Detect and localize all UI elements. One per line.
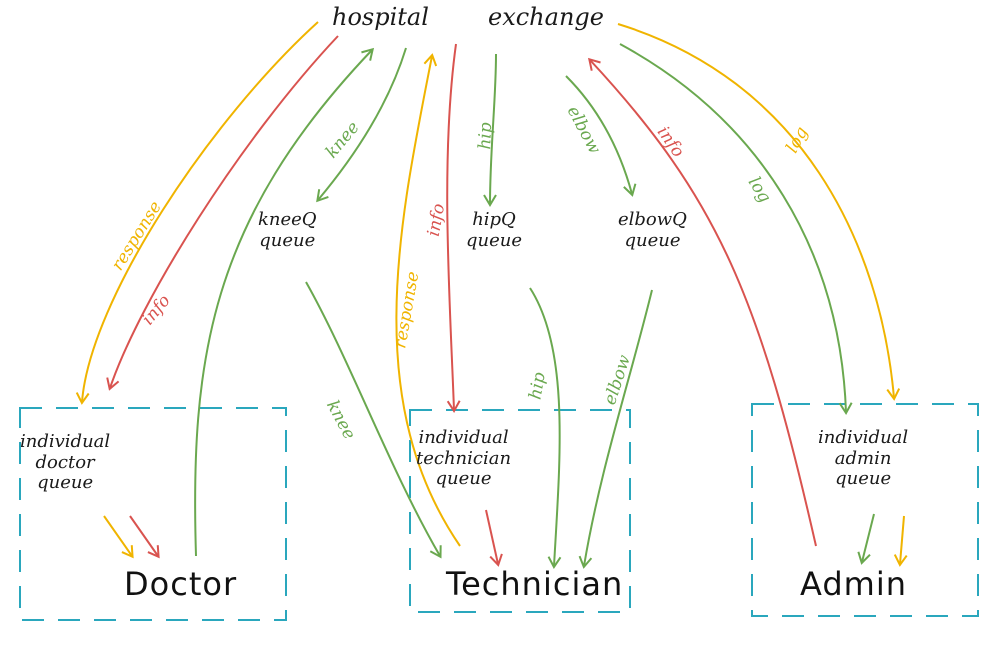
doctor-label: Doctor (124, 565, 238, 603)
edge-admin-queue-yellow (893, 515, 908, 567)
edge-hipQ-to-technician (529, 287, 562, 569)
admin-box (751, 403, 979, 617)
hipQ-queue-label: hipQ queue (466, 209, 523, 251)
edge-admin-info-to-exchange (587, 57, 817, 547)
technician-queue-label: individual technician queue (416, 427, 512, 490)
edge-label-hip-top: hip (475, 122, 497, 150)
technician-label: Technician (446, 565, 624, 603)
edge-log-yellow-to-admin (617, 23, 901, 401)
edge-doctor-queue-red (129, 515, 160, 559)
edge-kneeQ-to-technician (305, 281, 442, 559)
admin-queue-label: individual admin queue (818, 427, 909, 490)
edge-technician-queue-red (485, 509, 503, 567)
edge-doctor-to-hospital (194, 47, 375, 557)
edge-info-to-technician (446, 43, 461, 413)
doctor-box (19, 407, 287, 621)
edge-hip-to-hipQ (483, 53, 497, 207)
edge-elbow-to-elbowQ (565, 75, 637, 197)
hospital-label: hospital (332, 3, 429, 31)
admin-label: Admin (800, 565, 907, 603)
edge-response-to-doctor (75, 21, 319, 405)
edge-elbowQ-to-technician (578, 289, 653, 569)
edge-admin-queue-green (857, 513, 875, 565)
kneeQ-queue-label: kneeQ queue (258, 209, 317, 251)
edge-log-green-to-admin (619, 43, 853, 415)
technician-box (409, 409, 631, 613)
edge-technician-to-hospital (395, 53, 461, 547)
edge-doctor-queue-yellow (103, 515, 134, 559)
exchange-label: exchange (488, 3, 604, 31)
edge-knee-to-kneeQ (316, 47, 407, 203)
elbowQ-queue-label: elbowQ queue (618, 209, 687, 251)
edge-info-to-doctor (106, 35, 339, 391)
doctor-queue-label: individual doctor queue (20, 431, 111, 494)
